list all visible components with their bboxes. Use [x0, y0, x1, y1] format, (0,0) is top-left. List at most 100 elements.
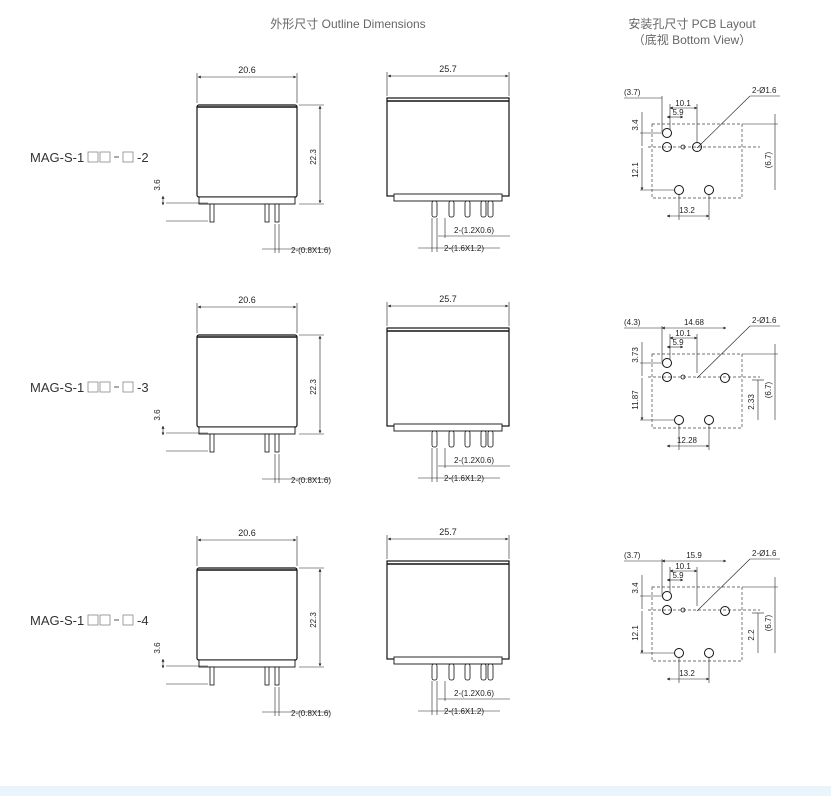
side-height-label: 22.3: [309, 379, 318, 395]
pcb-bottom-label: 12.28: [677, 436, 698, 445]
front-pin: [448, 200, 455, 218]
relay-side-body: [196, 104, 298, 198]
side-pin: [264, 433, 270, 453]
pcb-offset-label: (4.3): [624, 318, 641, 327]
pin-standoff-label: 3.6: [153, 179, 162, 191]
side-pin: [264, 203, 270, 223]
front-pin-b-label: 2-(1.6X1.2): [444, 244, 484, 253]
empty-square-icon: [122, 614, 134, 626]
hole-spacing-label: 10.1: [675, 329, 691, 338]
front-pin: [487, 430, 494, 448]
hole-gap-label: 5.9: [672, 108, 684, 117]
side-pin: [209, 203, 215, 223]
side-base: [198, 196, 296, 205]
pcb-span-label: 15.9: [686, 551, 702, 560]
pcb-hole: [720, 606, 730, 616]
hole-diameter-label: 2-Ø1.6: [752, 86, 777, 95]
pcb-right-outer-label: (6.7): [764, 151, 773, 168]
pcb-offset-label: (3.7): [624, 551, 641, 560]
pcb-hole: [674, 415, 684, 425]
front-pin: [487, 663, 494, 681]
empty-square-icon: [122, 151, 134, 163]
pcb-hole: [704, 415, 714, 425]
front-pin-b-label: 2-(1.6X1.2): [444, 474, 484, 483]
pcb-vert-top-label: 3.73: [631, 347, 640, 363]
pcb-bottom-label: 13.2: [679, 206, 695, 215]
side-pin: [209, 433, 215, 453]
front-base: [393, 423, 503, 432]
pcb-vert-main-label: 12.1: [631, 625, 640, 641]
empty-square-icon: [87, 381, 99, 393]
empty-square-icon: [87, 151, 99, 163]
pcb-hole: [662, 142, 672, 152]
leader-line: [696, 325, 751, 379]
front-pin: [464, 430, 471, 448]
pcb-hole: [662, 605, 672, 615]
model-number: MAG-S-1: [30, 380, 84, 395]
front-pin-b-label: 2-(1.6X1.2): [444, 707, 484, 716]
pcb-hole: [704, 648, 714, 658]
side-base: [198, 426, 296, 435]
front-pin-a-label: 2-(1.2X0.6): [454, 689, 494, 698]
empty-square-icon: [99, 381, 111, 393]
empty-square-icon: [122, 381, 134, 393]
side-width-label: 20.6: [238, 295, 256, 305]
hole-diameter-label: 2-Ø1.6: [752, 316, 777, 325]
side-pin: [264, 666, 270, 686]
front-pin: [431, 430, 438, 448]
pcb-span-label: 14.68: [684, 318, 705, 327]
front-width-label: 25.7: [439, 64, 457, 74]
side-pin: [209, 666, 215, 686]
model-prefix: MAG-S-1: [30, 613, 84, 628]
front-width-label: 25.7: [439, 527, 457, 537]
front-pin: [480, 200, 487, 218]
pcb-hole: [662, 372, 672, 382]
pcb-vert-top-label: 3.4: [631, 119, 640, 131]
side-width-label: 20.6: [238, 528, 256, 538]
leader-line: [696, 558, 751, 612]
hole-diameter-label: 2-Ø1.6: [752, 549, 777, 558]
front-width-label: 25.7: [439, 294, 457, 304]
hole-spacing-label: 10.1: [675, 99, 691, 108]
front-pin: [431, 200, 438, 218]
side-pin: [274, 203, 280, 223]
variant-row-4: MAG-S-1-43.620.622.32-(0.8X1.6)25.72-(1.…: [30, 527, 780, 718]
model-number: MAG-S-1: [30, 150, 84, 165]
hole-gap-label: 5.9: [672, 338, 684, 347]
pcb-vert-top-label: 3.4: [631, 582, 640, 594]
model-prefix: MAG-S-1: [30, 150, 84, 165]
bottom-band: [0, 786, 831, 796]
front-base: [393, 656, 503, 665]
hole-gap-label: 5.9: [672, 571, 684, 580]
pcb-vert-main-label: 11.87: [631, 390, 640, 410]
variant-row-3: MAG-S-1-33.620.622.32-(0.8X1.6)25.72-(1.…: [30, 294, 780, 485]
front-pin: [487, 200, 494, 218]
pcb-right-inner-label: 2.33: [747, 394, 756, 410]
front-pin: [431, 663, 438, 681]
relay-side-body: [196, 334, 298, 428]
relay-side-body: [196, 567, 298, 661]
pcb-right-outer-label: (6.7): [764, 614, 773, 631]
pcb-hole: [674, 648, 684, 658]
model-number: MAG-S-1: [30, 613, 84, 628]
pcb-offset-label: (3.7): [624, 88, 641, 97]
side-height-label: 22.3: [309, 612, 318, 628]
side-base: [198, 659, 296, 668]
variant-row-2: MAG-S-1-23.620.622.32-(0.8X1.6)25.72-(1.…: [30, 64, 780, 255]
pcb-hole: [720, 373, 730, 383]
outline-dimensions-title: 外形尺寸 Outline Dimensions: [270, 17, 425, 31]
side-pin: [274, 666, 280, 686]
model-prefix: MAG-S-1: [30, 380, 84, 395]
side-pin: [274, 433, 280, 453]
front-pin: [448, 430, 455, 448]
empty-square-icon: [87, 614, 99, 626]
model-suffix: -3: [137, 380, 149, 395]
relay-front-body: [386, 327, 510, 427]
pin-standoff-label: 3.6: [153, 642, 162, 654]
front-pin: [448, 663, 455, 681]
front-pin: [480, 430, 487, 448]
relay-front-body: [386, 97, 510, 197]
pcb-vert-main-label: 12.1: [631, 162, 640, 178]
